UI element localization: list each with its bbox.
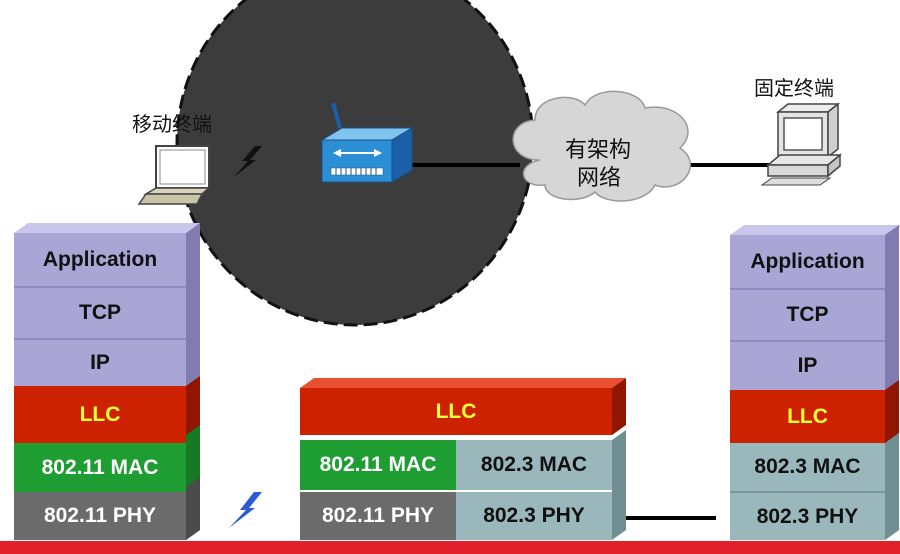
right-llc-layer: LLC xyxy=(730,390,885,443)
laptop-icon xyxy=(137,145,212,205)
fixed-terminal-label: 固定终端 xyxy=(754,76,834,100)
left-ip-layer: IP xyxy=(14,340,186,386)
cloud-label-line2: 网络 xyxy=(577,166,622,191)
left-phy-layer: 802.11 PHY xyxy=(14,492,186,540)
mobile-terminal-label: 移动终端 xyxy=(132,112,212,136)
middle-llc-layer: LLC xyxy=(300,388,612,435)
left-llc-layer: LLC xyxy=(14,386,186,443)
cloud-icon xyxy=(512,90,692,202)
left-stack-3d xyxy=(14,223,200,540)
access-point-icon xyxy=(320,102,414,183)
right-stack-3d xyxy=(730,225,900,540)
right-phy-layer: 802.3 PHY xyxy=(730,493,885,540)
bottom-accent-bar xyxy=(0,541,900,554)
middle-stack-3d xyxy=(300,378,626,540)
left-tcp-layer: TCP xyxy=(14,288,186,340)
middle-wifi-mac-layer: 802.11 MAC xyxy=(300,440,456,490)
right-ip-layer: IP xyxy=(730,342,885,390)
middle-eth-phy-layer: 802.3 PHY xyxy=(456,492,612,540)
wireless-signal-icon xyxy=(234,146,262,177)
right-application-layer: Application xyxy=(730,235,885,290)
right-mac-layer: 802.3 MAC xyxy=(730,443,885,493)
middle-eth-mac-layer: 802.3 MAC xyxy=(456,440,612,490)
right-tcp-layer: TCP xyxy=(730,290,885,342)
cloud-label-line1: 有架构 xyxy=(565,138,632,163)
middle-wifi-phy-layer: 802.11 PHY xyxy=(300,492,456,540)
wireless-signal-icon-bottom xyxy=(229,492,262,528)
desktop-pc-icon xyxy=(760,102,843,186)
left-application-layer: Application xyxy=(14,233,186,288)
left-mac-layer: 802.11 MAC xyxy=(14,443,186,492)
